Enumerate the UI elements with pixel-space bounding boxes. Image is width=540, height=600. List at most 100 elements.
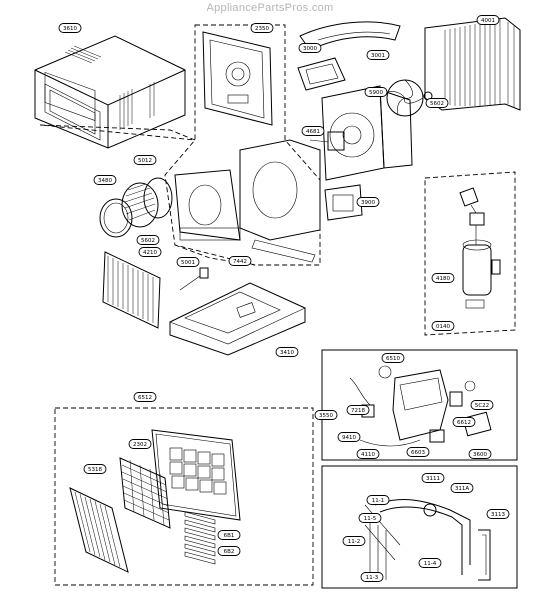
compressor-part [459,187,501,309]
filter-part [69,487,129,573]
control-box-part [349,365,492,447]
part-number-label: 311A [455,486,469,492]
part-callout-tube-top: 3111 [421,473,445,483]
part-number-label: 6510 [386,356,400,362]
part-callout-control-box: 3550 [314,410,338,420]
part-callout-base-pan: 3410 [275,347,299,357]
part-callout-overload: 0140 [431,321,455,331]
part-callout-selector-switch: 6510 [381,353,405,363]
fan-motor-assembly-part [309,85,413,181]
part-number-label: 11-4 [424,561,437,567]
part-number-label: 6612 [457,420,471,426]
grille-group-outline [54,407,314,586]
part-callout-ring-clip: 5602 [136,235,160,245]
part-number-label: 4110 [361,452,375,458]
part-callout-fan-assembly: 3001 [366,50,390,60]
part-number-label: 2350 [255,26,269,32]
part-number-label: 3113 [491,512,505,518]
part-callout-thermostat: 7218 [346,405,370,415]
front-grille-part [151,429,241,521]
part-callout-filter: 5318 [83,464,107,474]
part-number-label: 11-2 [348,539,360,545]
part-callout-cap: 5001 [176,257,200,267]
control-group-outline [321,349,518,461]
part-callout-tube-5: 11-5 [358,513,382,523]
part-number-label: 3550 [319,413,333,419]
part-number-label: 5602 [430,101,444,107]
part-number-label: 3410 [280,350,294,356]
part-callout-grille-assembly: 6512 [133,392,157,402]
part-callout-motor: 4681 [301,126,325,136]
part-callout-grille-insert: 2302 [128,439,152,449]
part-callout-fan-clip: 5602 [425,98,449,108]
part-callout-orifice: 5900 [364,87,388,97]
part-callout-front-panel-frame: 2350 [250,23,274,33]
part-number-label: 11-5 [364,516,377,522]
part-number-label: 4180 [436,276,450,282]
part-number-label: 5900 [369,90,383,96]
part-callout-evaporator: 4210 [138,247,162,257]
front-group-outline [164,24,321,266]
part-callout-cord: 6603 [406,447,430,457]
part-number-label: 5318 [88,467,102,473]
compressor-group-outline [424,171,516,336]
part-number-label: 3610 [63,26,77,32]
cabinet-part [34,35,186,149]
part-callout-louver-a: 6B1 [217,530,241,540]
part-callout-tube-b: 3113 [486,509,510,519]
part-callout-tube-1: 11-2 [342,536,366,546]
tubing-group-outline [321,465,518,589]
part-number-label: 4001 [481,18,495,24]
part-number-label: 9410 [342,435,356,441]
part-callout-cabinet: 3610 [58,23,82,33]
part-number-label: 6603 [411,450,425,456]
part-number-label: 5602 [141,238,155,244]
air-duct-part [299,21,401,51]
louver-part [184,511,216,565]
part-number-label: 3480 [98,178,112,184]
part-callout-knob: 5C22 [470,400,494,410]
part-callout-shroud: 3900 [356,197,380,207]
cabinet-group-outline [39,124,196,141]
air-guide-top-part [297,57,346,91]
part-callout-capacitor-clip: 6612 [452,417,476,427]
part-number-label: 3900 [361,200,375,206]
part-number-label: 3600 [473,452,487,458]
cap-part [179,267,209,291]
part-number-label: 11-1 [372,498,384,504]
part-callout-brace: 7442 [228,256,252,266]
part-number-label: 7218 [351,408,365,414]
shroud-part [174,139,321,263]
part-number-label: 7442 [233,259,247,265]
part-callout-tube-2: 11-1 [366,495,390,505]
part-callout-capacitor-small: 4110 [356,449,380,459]
part-callout-terminal: 9410 [337,432,361,442]
part-callout-capacitor: 3600 [468,449,492,459]
fan-blade-part [386,79,424,117]
part-number-label: 3000 [303,46,317,52]
part-number-label: 6B2 [224,549,235,555]
part-number-label: 4210 [143,250,157,256]
part-callout-condenser-coil: 4001 [476,15,500,25]
part-callout-blower-wheel: 5012 [133,155,157,165]
part-callout-tube-3: 11-3 [360,572,384,582]
watermark: AppliancePartsPros.com [206,2,334,14]
part-callout-louver-b: 6B2 [217,546,241,556]
part-number-label: 11-3 [366,575,379,581]
part-callout-tube-4: 11-4 [418,558,442,568]
part-number-label: 6B1 [224,533,235,539]
part-number-label: 5001 [181,260,195,266]
part-number-label: 5C22 [475,403,489,409]
shroud-small-part [324,184,363,221]
part-callout-air-guide-top: 3000 [298,43,322,53]
part-callout-compressor: 4180 [431,273,455,283]
front-panel-frame-part [202,31,273,126]
part-number-label: 3001 [371,53,385,59]
part-number-label: 2302 [133,442,147,448]
ring-part [99,198,133,238]
part-callout-tube-a: 311A [450,483,474,493]
part-callout-ring: 3480 [93,175,117,185]
part-number-label: 5012 [138,158,152,164]
